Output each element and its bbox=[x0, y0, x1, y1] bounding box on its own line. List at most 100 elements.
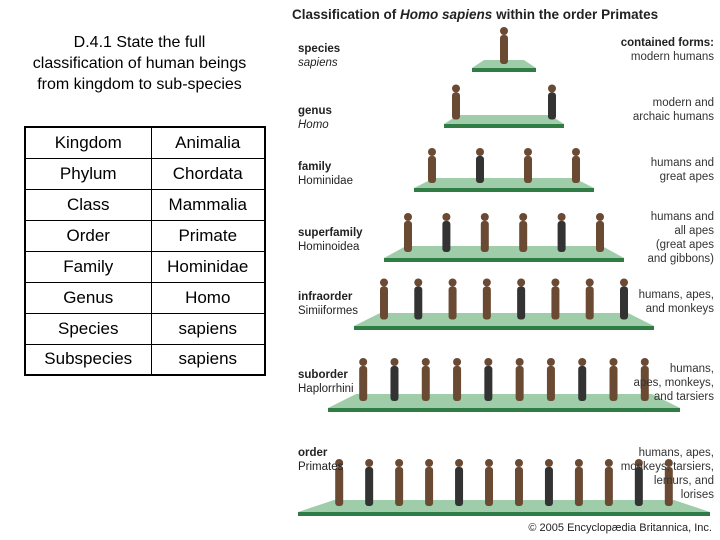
primate-figure bbox=[365, 459, 374, 506]
taxon-cell: sapiens bbox=[150, 312, 266, 345]
rank-name: species bbox=[298, 43, 341, 55]
taxon-name: Hominoidea bbox=[298, 241, 360, 253]
taxon-cell: Primate bbox=[150, 219, 266, 252]
platform-edge-5 bbox=[354, 326, 654, 330]
primate-figure bbox=[484, 358, 493, 401]
rank-cell: Class bbox=[24, 188, 152, 221]
primate-figure bbox=[551, 278, 560, 320]
primate-figure bbox=[421, 358, 430, 401]
rank-cell: Phylum bbox=[24, 157, 152, 190]
primate-figure bbox=[395, 459, 404, 506]
primate-figure bbox=[640, 358, 649, 401]
rank-name: genus bbox=[298, 105, 332, 117]
primate-figure bbox=[476, 148, 484, 183]
primate-figure bbox=[572, 148, 580, 183]
copyright-notice: © 2005 Encyclopædia Britannica, Inc. bbox=[528, 522, 712, 534]
level-label-species: species sapiens bbox=[298, 42, 340, 70]
primate-figure bbox=[425, 459, 434, 506]
taxon-cell: Chordata bbox=[150, 157, 266, 190]
platform-level-4 bbox=[384, 246, 624, 258]
primate-figure bbox=[404, 213, 412, 252]
heading-line-1: D.4.1 State the full bbox=[73, 34, 206, 51]
primate-figure bbox=[634, 459, 643, 506]
primate-figure bbox=[546, 358, 555, 401]
forms-line: and gibbons) bbox=[647, 253, 715, 265]
forms-line: humans, apes, bbox=[638, 289, 714, 301]
taxon-cell: Animalia bbox=[150, 126, 266, 159]
primate-figure bbox=[428, 148, 436, 183]
forms-line: lemurs, and bbox=[653, 475, 714, 487]
taxon-name: Hominidae bbox=[298, 175, 353, 187]
contained-forms-order: humans, apes, monkeys, tarsiers, lemurs, a… bbox=[604, 446, 714, 502]
taxon-name: Haplorrhini bbox=[298, 383, 354, 395]
forms-line: humans, bbox=[669, 363, 714, 375]
platform-edge-4 bbox=[384, 258, 624, 262]
forms-header: contained forms: bbox=[620, 37, 714, 49]
forms-line: monkeys, tarsiers, bbox=[620, 461, 714, 473]
primate-figure bbox=[620, 278, 628, 320]
platform-edge-7 bbox=[298, 512, 710, 516]
primate-figure bbox=[514, 459, 523, 506]
rank-cell: Subspecies bbox=[24, 343, 152, 376]
primate-figure bbox=[485, 459, 494, 506]
primate-figure bbox=[517, 278, 526, 320]
pyramid-illustration bbox=[298, 27, 710, 516]
rank-name: order bbox=[298, 447, 328, 459]
rank-name: suborder bbox=[298, 369, 348, 381]
primate-figure bbox=[335, 459, 344, 506]
forms-line: (great apes bbox=[655, 239, 714, 251]
forms-line: and monkeys bbox=[645, 303, 714, 315]
forms-line: and tarsiers bbox=[653, 391, 714, 403]
primate-figure bbox=[524, 148, 532, 183]
forms-line: modern and bbox=[652, 97, 714, 109]
taxon-cell: Homo bbox=[150, 281, 266, 314]
primate-figure bbox=[604, 459, 613, 506]
primate-figure bbox=[500, 27, 508, 64]
rank-cell: Genus bbox=[24, 281, 152, 314]
contained-forms-infraorder: humans, apes, and monkeys bbox=[604, 288, 714, 316]
primate-figure bbox=[480, 213, 489, 252]
primate-figure bbox=[519, 213, 528, 252]
forms-line: apes, monkeys, bbox=[633, 377, 714, 389]
taxon-cell: Hominidae bbox=[150, 250, 266, 283]
primate-figure bbox=[544, 459, 553, 506]
forms-line: humans, apes, bbox=[638, 447, 714, 459]
forms-line: archaic humans bbox=[632, 111, 714, 123]
contained-forms-suborder: humans, apes, monkeys, and tarsiers bbox=[604, 362, 714, 404]
primate-figure bbox=[557, 213, 566, 252]
rank-cell: Species bbox=[24, 312, 152, 345]
primate-figure bbox=[455, 459, 464, 506]
heading-line-3: from kingdom to sub-species bbox=[37, 76, 242, 93]
rank-cell: Family bbox=[24, 250, 152, 283]
primate-figure bbox=[390, 358, 399, 401]
primate-figure bbox=[585, 278, 594, 320]
figure-title: Classification of Homo sapiens within th… bbox=[292, 7, 659, 22]
primate-figure bbox=[414, 278, 423, 320]
forms-line: humans and bbox=[650, 211, 714, 223]
platform-level-2 bbox=[444, 115, 564, 124]
primate-figure bbox=[359, 358, 368, 401]
platform-edge-3 bbox=[414, 188, 594, 192]
primate-figure bbox=[452, 84, 460, 120]
taxon-cell: sapiens bbox=[150, 343, 266, 376]
taxon-name: sapiens bbox=[298, 57, 338, 69]
primate-figure bbox=[442, 213, 451, 252]
platform-edge-2 bbox=[444, 124, 564, 128]
taxon-name: Homo bbox=[298, 119, 329, 131]
platform-edge-1 bbox=[472, 68, 536, 72]
platform-level-6 bbox=[328, 394, 680, 408]
primate-figure bbox=[578, 358, 587, 401]
primate-figure bbox=[515, 358, 524, 401]
primate-figure bbox=[453, 358, 462, 401]
